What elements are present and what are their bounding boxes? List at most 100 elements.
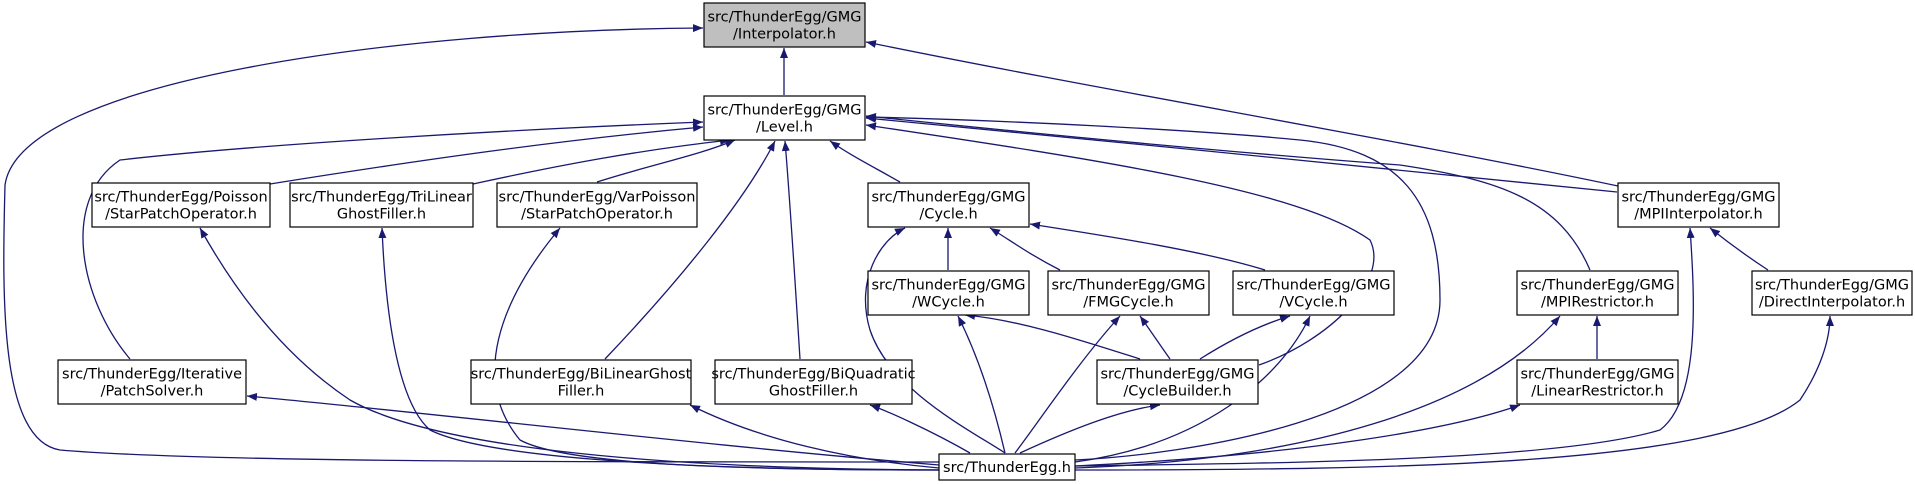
edge-builder-to-wcycle [964, 311, 1141, 360]
node-linrestr[interactable]: src/ThunderEgg/GMG/LinearRestrictor.h [1516, 359, 1679, 405]
node-label-line: src/ThunderEgg.h [943, 460, 1071, 476]
edge-layer [3, 24, 1834, 471]
node-label-line: src/ThunderEgg/GMG [1051, 278, 1205, 294]
node-level[interactable]: src/ThunderEgg/GMG/Level.h [703, 95, 866, 141]
node-direct[interactable]: src/ThunderEgg/GMG/DirectInterpolator.h [1751, 270, 1913, 316]
edge-te-to-tri [378, 227, 940, 471]
node-label-line: src/ThunderEgg/BiLinearGhost [471, 367, 692, 383]
node-label-line: /PatchSolver.h [101, 384, 204, 400]
node-box [1617, 182, 1780, 228]
node-box [1516, 359, 1679, 405]
node-box [289, 182, 474, 228]
node-iter[interactable]: src/ThunderEgg/Iterative/PatchSolver.h [57, 359, 247, 405]
node-label-line: src/ThunderEgg/GMG [1755, 278, 1909, 294]
node-label-line: /StarPatchOperator.h [105, 207, 257, 223]
node-box [703, 2, 866, 48]
edge-builder-to-vcycle [1199, 315, 1291, 360]
edge-vcycle-to-cycle [1029, 221, 1266, 271]
node-label-line: /LinearRestrictor.h [1531, 384, 1663, 400]
node-box [91, 182, 271, 228]
node-box [57, 359, 247, 405]
node-label-line: src/ThunderEgg/GMG [871, 278, 1025, 294]
edge-cycle-to-level [829, 140, 901, 183]
edge-bilin-to-level [604, 140, 776, 360]
node-box [1232, 270, 1395, 316]
node-mpirestr[interactable]: src/ThunderEgg/GMG/MPIRestrictor.h [1516, 270, 1679, 316]
node-box [938, 453, 1076, 481]
node-label-line: src/ThunderEgg/VarPoisson [499, 190, 696, 206]
edge-te-to-cycle [864, 227, 1006, 454]
node-label-line: src/ThunderEgg/GMG [1236, 278, 1390, 294]
node-vcycle[interactable]: src/ThunderEgg/GMG/VCycle.h [1232, 270, 1395, 316]
node-label-line: src/ThunderEgg/BiQuadratic [711, 367, 915, 383]
edge-builder-to-level [865, 122, 1375, 366]
node-box [867, 182, 1030, 228]
edge-vpstar-to-level [596, 139, 736, 183]
edge-te-to-wcycle [957, 315, 1006, 454]
node-te[interactable]: src/ThunderEgg.h [938, 453, 1076, 481]
node-label-line: /MPIInterpolator.h [1634, 207, 1762, 223]
edge-te-to-interp [3, 24, 940, 463]
edge-te-to-vpstar [494, 227, 940, 471]
node-label-line: Filler.h [558, 384, 605, 400]
node-label-line: /FMGCycle.h [1083, 295, 1173, 311]
edge-mpirestr-to-level [865, 113, 1591, 271]
node-box [867, 270, 1030, 316]
edge-te-to-vcycle [1074, 315, 1311, 463]
node-box [1047, 270, 1210, 316]
node-interp[interactable]: src/ThunderEgg/GMG/Interpolator.h [703, 2, 866, 48]
node-label-line: /MPIRestrictor.h [1541, 295, 1654, 311]
node-label-line: src/ThunderEgg/GMG [1100, 367, 1254, 383]
edge-builder-to-fmg [1139, 315, 1171, 360]
node-mpiinterp[interactable]: src/ThunderEgg/GMG/MPIInterpolator.h [1617, 182, 1780, 228]
node-box [470, 359, 692, 405]
node-wcycle[interactable]: src/ThunderEgg/GMG/WCycle.h [867, 270, 1030, 316]
node-cycle[interactable]: src/ThunderEgg/GMG/Cycle.h [867, 182, 1030, 228]
node-label-line: /WCycle.h [912, 295, 985, 311]
node-box [1096, 359, 1259, 405]
node-label-line: /Interpolator.h [733, 27, 836, 43]
node-box [1751, 270, 1913, 316]
edge-te-to-biquad [869, 404, 971, 454]
edge-fmg-to-cycle [989, 227, 1061, 271]
edge-te-to-mpirestr [1074, 315, 1561, 469]
node-label-line: /StarPatchOperator.h [521, 207, 673, 223]
edge-mpiinterp-to-level [865, 114, 1618, 193]
node-label-line: GhostFiller.h [769, 384, 858, 400]
node-label-line: /DirectInterpolator.h [1759, 295, 1905, 311]
node-label-line: GhostFiller.h [337, 207, 426, 223]
edge-pstar-to-level [269, 123, 704, 185]
edge-te-to-pstar [199, 227, 940, 471]
node-label-line: /VCycle.h [1279, 295, 1347, 311]
node-pstar[interactable]: src/ThunderEgg/Poisson/StarPatchOperator… [91, 182, 271, 228]
node-builder[interactable]: src/ThunderEgg/GMG/CycleBuilder.h [1096, 359, 1259, 405]
edge-biquad-to-level [781, 140, 801, 360]
edge-tri-to-level [472, 137, 731, 185]
node-box [496, 182, 698, 228]
node-fmg[interactable]: src/ThunderEgg/GMG/FMGCycle.h [1047, 270, 1210, 316]
edge-direct-to-mpiinterp [1709, 227, 1769, 271]
node-label-line: /Level.h [756, 120, 813, 136]
node-label-line: src/ThunderEgg/Poisson [94, 190, 267, 206]
node-label-line: /CycleBuilder.h [1123, 384, 1231, 400]
edge-te-to-bilin [689, 404, 940, 469]
edge-te-to-iter [246, 392, 940, 466]
node-box [703, 95, 866, 141]
edge-te-to-mpiinterp [1074, 227, 1695, 467]
edge-mpiinterp-to-interp [865, 40, 1619, 187]
node-box [1516, 270, 1679, 316]
node-layer: src/ThunderEgg/GMG/Interpolator.hsrc/Thu… [57, 2, 1913, 481]
node-vpstar[interactable]: src/ThunderEgg/VarPoisson/StarPatchOpera… [496, 182, 698, 228]
edge-te-to-builder [1019, 402, 1161, 454]
node-label-line: src/ThunderEgg/TriLinear [291, 190, 472, 206]
edge-te-to-level [865, 113, 1441, 461]
node-label-line: src/ThunderEgg/GMG [707, 103, 861, 119]
node-label-line: /Cycle.h [919, 207, 977, 223]
node-label-line: src/ThunderEgg/GMG [1520, 278, 1674, 294]
node-box [714, 359, 913, 405]
node-label-line: src/ThunderEgg/GMG [871, 190, 1025, 206]
